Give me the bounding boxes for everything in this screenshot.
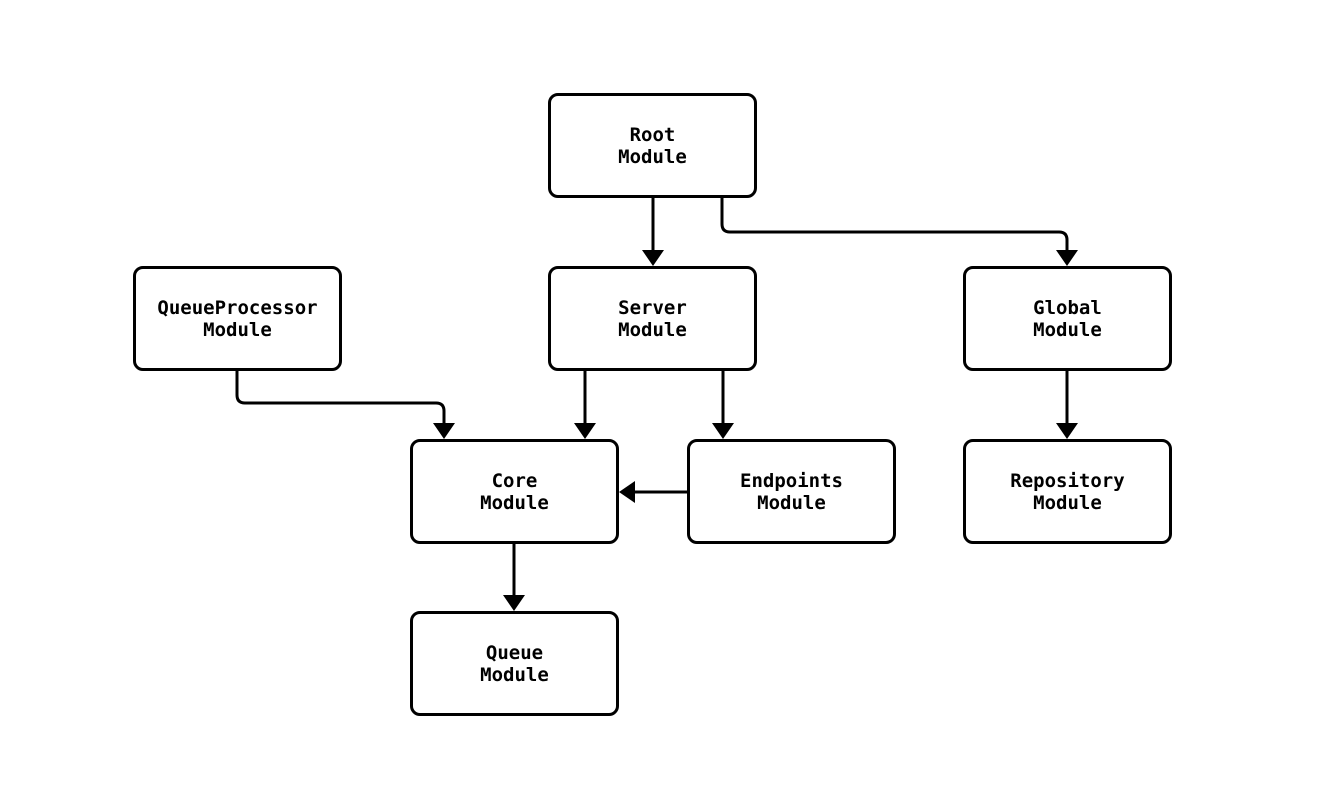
node-queueprocessor-module: QueueProcessor Module [133, 266, 342, 371]
edge-endpoints-core [619, 481, 687, 503]
node-core-module: Core Module [410, 439, 619, 544]
edge-core-queue [503, 544, 525, 611]
node-label: Global Module [1033, 296, 1102, 341]
edge-global-repository [1056, 371, 1078, 439]
node-repository-module: Repository Module [963, 439, 1172, 544]
node-server-module: Server Module [548, 266, 757, 371]
arrowhead-down-icon [712, 423, 734, 439]
edge-server-core [574, 371, 596, 439]
arrowhead-down-icon [642, 250, 664, 266]
node-label: Server Module [618, 296, 687, 341]
arrowhead-down-icon [433, 423, 455, 439]
edge-server-endpoints [712, 371, 734, 439]
node-label: Root Module [618, 123, 687, 168]
node-root-module: Root Module [548, 93, 757, 198]
node-label: Endpoints Module [740, 469, 843, 514]
edge-root-global [720, 198, 1078, 266]
node-label: Core Module [480, 469, 549, 514]
edge-queueprocessor-core [235, 371, 455, 439]
node-global-module: Global Module [963, 266, 1172, 371]
arrowhead-down-icon [503, 595, 525, 611]
node-label: Queue Module [480, 641, 549, 686]
arrowhead-down-icon [574, 423, 596, 439]
arrowhead-down-icon [1056, 250, 1078, 266]
edge-root-server [642, 198, 664, 266]
node-label: QueueProcessor Module [157, 296, 318, 341]
node-queue-module: Queue Module [410, 611, 619, 716]
node-label: Repository Module [1010, 469, 1125, 514]
arrowhead-down-icon [1056, 423, 1078, 439]
arrowhead-left-icon [619, 481, 635, 503]
node-endpoints-module: Endpoints Module [687, 439, 896, 544]
